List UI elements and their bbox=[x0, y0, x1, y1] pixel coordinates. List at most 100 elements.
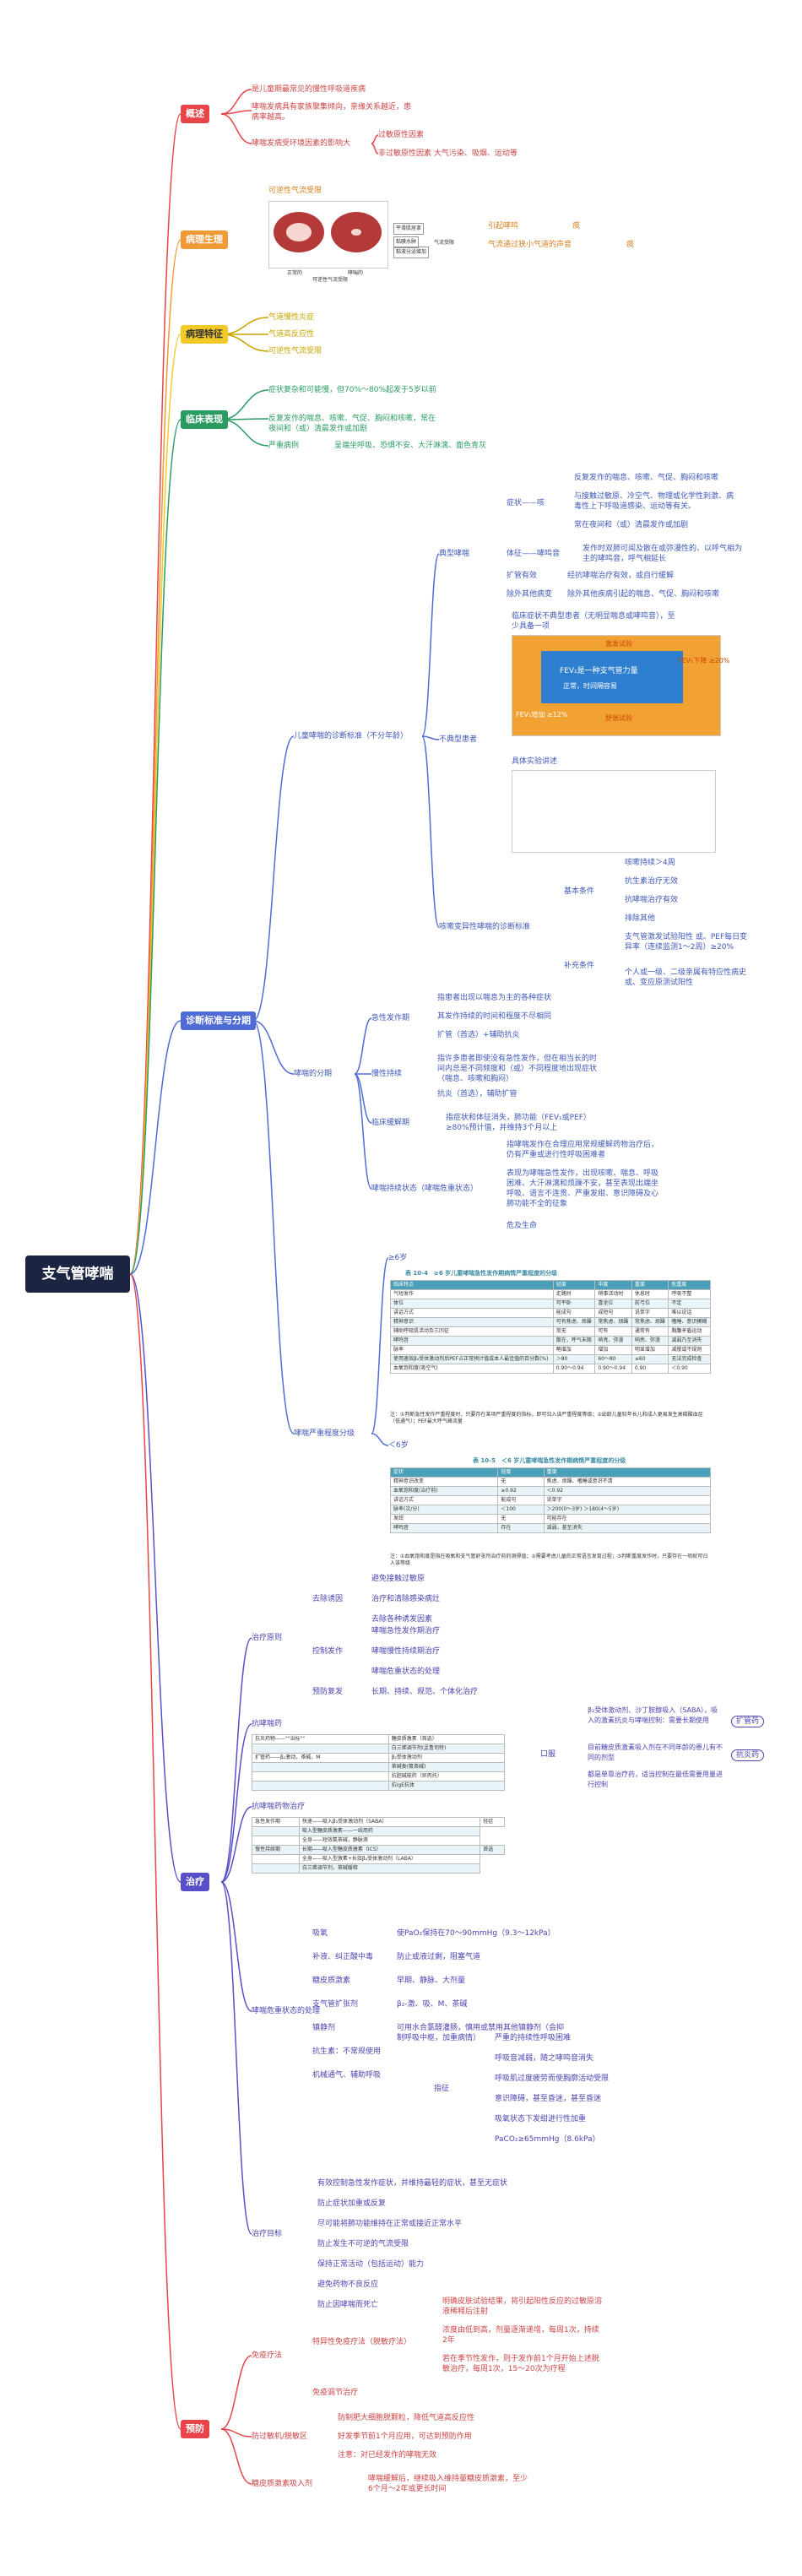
table-cell: 体位 bbox=[390, 1299, 554, 1309]
goal-item: 防止因哮喘而死亡 bbox=[317, 2301, 379, 2309]
connector bbox=[129, 1273, 182, 2430]
symptom-item: 常在夜间和（或）清晨发作或加剧 bbox=[574, 521, 689, 529]
table-cell: ＜100 bbox=[497, 1505, 545, 1515]
table-header-cell: 危重度 bbox=[668, 1280, 711, 1290]
crisis-item: 机械通气、辅助呼吸 bbox=[312, 2071, 382, 2080]
crisis-desc: 防止或液过剩，阻塞气道 bbox=[397, 1953, 481, 1961]
table-cell: 常焦虑、烦躁 bbox=[631, 1317, 669, 1327]
connector bbox=[371, 1433, 389, 1446]
table-cell: 减弱乃至消失 bbox=[668, 1336, 711, 1346]
immuno-node: 免疫疗法 bbox=[252, 2351, 283, 2360]
table-header-cell: 重度 bbox=[543, 1467, 712, 1478]
connector bbox=[354, 1073, 372, 1124]
connector bbox=[129, 419, 182, 1275]
table-cell: β₂受体激动剂 bbox=[387, 1753, 506, 1763]
overview-env: 非过敏原性因素 大气污染、吸烟、运动等 bbox=[378, 149, 518, 158]
table-header-cell: 临床特点 bbox=[390, 1280, 554, 1290]
typical-asthma: 典型哮喘 bbox=[439, 550, 470, 558]
child-criteria: 儿童哮喘的诊断标准（不分年龄） bbox=[294, 732, 409, 740]
table-cell: 可有 bbox=[594, 1326, 632, 1337]
table-cell: 呼吸不整 bbox=[668, 1289, 711, 1299]
table-row: 哮鸣音散在，呼气末期响亮、弥漫响亮、弥漫减弱乃至消失 bbox=[390, 1336, 711, 1346]
fev-diagram: 激发试验 FEV₁下降 ≥20% FEV₁是一种支气管力量 正常，时间隔容易 舒… bbox=[512, 635, 729, 736]
table-cell: 0.90～0.94 bbox=[552, 1364, 596, 1374]
vent-item: 意识障碍，甚至昏迷，甚至昏迷 bbox=[495, 2095, 602, 2103]
table-cell: 60～80 bbox=[594, 1354, 632, 1364]
symptom-item: 反复发作的喘息、咳嗽、气促、胸闷和咳嗽 bbox=[574, 474, 719, 482]
table-cell: 0.90～0.94 bbox=[594, 1364, 632, 1374]
exclude-node: 除外其他病变 bbox=[507, 590, 553, 599]
branch-prevention[interactable]: 预防 bbox=[181, 2420, 209, 2438]
table-cell: 脉率 bbox=[390, 1345, 554, 1355]
table-cell: 不定 bbox=[668, 1299, 711, 1309]
table-cell: 说单字 bbox=[543, 1495, 712, 1505]
drug-use-title: 抗哮喘药物治疗 bbox=[252, 1803, 306, 1811]
table-row: 辅助呼吸肌活动及三凹征常无可有通常有胸腹矛盾运动 bbox=[390, 1326, 711, 1337]
route-item: 都是单靠治疗药，适当控制在最低需要用量进行控制 bbox=[588, 1771, 723, 1788]
table-cell: 无法完成检查 bbox=[668, 1354, 711, 1364]
table-cell: 响亮、弥漫 bbox=[631, 1336, 669, 1346]
chronic-node: 慢性持续 bbox=[371, 1070, 403, 1078]
clinical-severe: 呈端坐呼吸、恐惧不安、大汗淋漓、面色青灰 bbox=[334, 442, 487, 450]
exclude-desc: 除外其他疾病引起的喘息、气促、胸闷和咳嗽 bbox=[567, 590, 720, 599]
support-item: 个人或一级、二级亲属有特应性病史 或、变应原测试阳性 bbox=[625, 968, 747, 987]
table-header-cell: 症状 bbox=[389, 1467, 499, 1478]
table-row: 精神意识可有焦虑、烦躁常焦虑、烦躁常焦虑、烦躁嗜睡、意识模糊 bbox=[390, 1317, 711, 1327]
table-row: 气短发作走路时稍事活动时休息时呼吸不整 bbox=[390, 1289, 711, 1299]
connector bbox=[220, 317, 269, 335]
branch-diagnosis[interactable]: 诊断标准与分期 bbox=[181, 1011, 256, 1030]
crisis-item: 抗生素：不常规使用 bbox=[312, 2047, 382, 2056]
table-cell: 说单字 bbox=[631, 1308, 669, 1318]
connector bbox=[252, 1020, 295, 1434]
goal-item: 避免药物不良反应 bbox=[317, 2280, 379, 2289]
table-cell: 通常有 bbox=[631, 1326, 669, 1337]
table-cell: 白三烯调节剂(孟鲁司特) bbox=[387, 1744, 506, 1754]
connector bbox=[220, 1881, 252, 2235]
flow-box: 黏膜水肿 bbox=[393, 236, 420, 248]
cough-basic: 基本条件 bbox=[564, 887, 595, 896]
pathology-right: 气流通过狭小气道的声音 bbox=[488, 241, 572, 249]
table-row: 血氧饱和度(治疗前)≥0.92＜0.92 bbox=[389, 1486, 712, 1496]
branch-overview[interactable]: 概述 bbox=[181, 105, 209, 123]
table-cell: ＞80 bbox=[552, 1354, 596, 1364]
goal-item: 保持正常活动（包括运动）能力 bbox=[317, 2260, 425, 2269]
signs-node: 体征——哮鸣音 bbox=[507, 550, 561, 558]
crisis-desc: 可用水合氯醛灌肠，慎用或禁用其他镇静剂（会抑制呼吸中枢，加重病情） bbox=[397, 2024, 565, 2042]
table-cell: 气短发作 bbox=[390, 1289, 554, 1299]
avoid-item: 注意：对已经发作的哮喘无效 bbox=[338, 2451, 437, 2459]
route-item: β₂受体激动剂、沙丁胺醇吸入（SABA），吸入的激素抗炎与哮喘控制：需要长期使用 bbox=[588, 1706, 718, 1724]
table-cell: 存在 bbox=[497, 1523, 545, 1533]
table-cell: 走路时 bbox=[552, 1289, 596, 1299]
table-cell: 抗IgE抗体 bbox=[387, 1781, 506, 1791]
status-node: 哮喘持续状态（哮喘危重状态） bbox=[371, 1185, 479, 1193]
status-item: 指哮喘发作在合理应用常规缓解药物治疗后，仍有严重或进行性呼吸困难者 bbox=[507, 1141, 659, 1159]
crisis-item: 支气管扩张剂 bbox=[312, 2000, 359, 2009]
table-cell bbox=[252, 1762, 389, 1772]
vent-item: 呼吸音减弱，随之哮鸣音消失 bbox=[495, 2054, 594, 2063]
table-row: 全身——吸入型激素+长效β₂受体激动剂（LABA） bbox=[252, 1854, 505, 1864]
branch-pathology[interactable]: 病理生理 bbox=[181, 230, 228, 249]
status-item: 表现为哮喘急性发作，出现咳嗽、喘息、呼吸困难、大汗淋漓和烦躁不安，甚至表现出端坐… bbox=[507, 1169, 659, 1208]
table-cell: 抗胆碱能药（异丙托） bbox=[387, 1771, 506, 1782]
connector bbox=[129, 239, 182, 1275]
table-cell: 减弱，甚至消失 bbox=[543, 1523, 712, 1533]
branch-treatment[interactable]: 治疗 bbox=[181, 1873, 209, 1891]
control-item: 哮喘危重状态的处理 bbox=[371, 1668, 441, 1676]
signs-desc: 发作时双肺可闻及散在或弥漫性的、以呼气相为主的哮鸣音，呼气相延长 bbox=[583, 545, 743, 563]
goal-item: 防止症状加重或反复 bbox=[317, 2199, 387, 2208]
cough-variant: 咳嗽变异性哮喘的诊断标准 bbox=[439, 923, 531, 931]
table-cell: 精神意识 bbox=[390, 1317, 554, 1327]
table-row: 急性发作期快速——吸入β₂受体激动剂（SABA）轻症 bbox=[252, 1817, 505, 1827]
branch-clinical[interactable]: 临床表现 bbox=[181, 410, 228, 429]
specific-item: 若在季节性发作，则于发作前1个月开始上述脱敏治疗，每周1次，15～20次为疗程 bbox=[442, 2355, 599, 2373]
symptom-item: 与接触过敏原、冷空气、物理或化学性刺激、病毒性上下呼吸道感染、运动等有关。 bbox=[574, 492, 734, 511]
vent-item: PaCO₂≥65mmHg（8.6kPa） bbox=[495, 2135, 600, 2144]
age-a: ≥6岁 bbox=[388, 1254, 408, 1262]
connector bbox=[129, 1020, 182, 1275]
pathology-tail: 痰 bbox=[626, 241, 635, 249]
branch-features[interactable]: 病理特征 bbox=[181, 325, 228, 344]
table-cell: 辅助呼吸肌活动及三凹征 bbox=[390, 1326, 554, 1337]
connector bbox=[220, 334, 269, 352]
table-row: 白三烯调节剂(孟鲁司特) bbox=[252, 1744, 506, 1754]
